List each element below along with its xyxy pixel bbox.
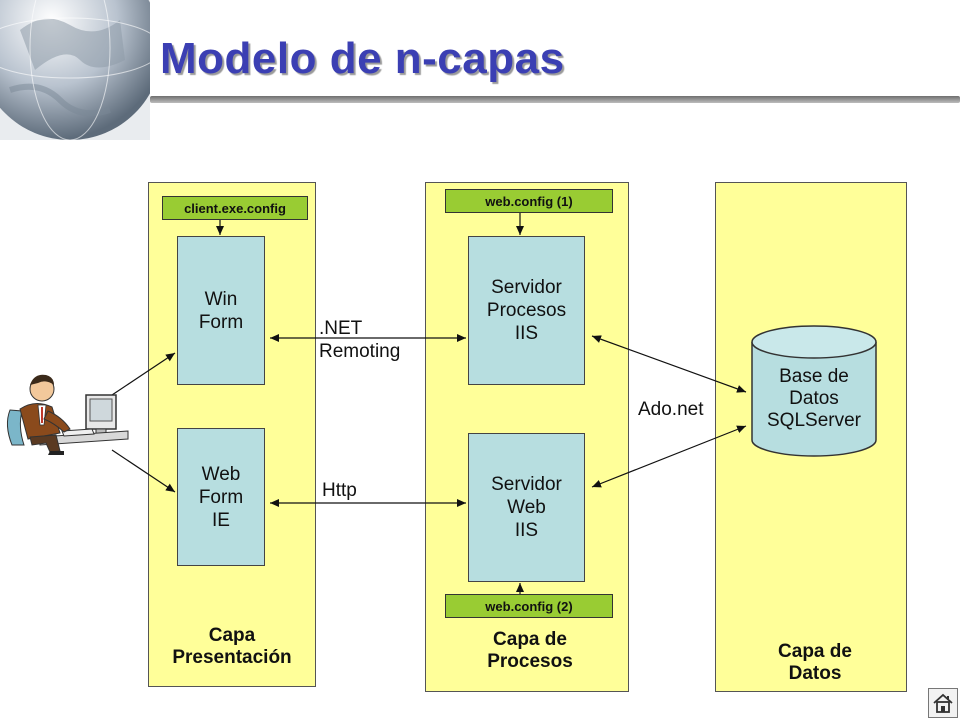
database-line-2: Datos [789, 388, 839, 409]
person-at-computer-icon [6, 374, 129, 455]
win-form-line-1: Win [204, 288, 238, 310]
servidor-web-line-1: Servidor [491, 474, 562, 495]
servidor-procesos-box: Servidor Procesos IIS [468, 236, 585, 385]
web-config-2-box: web.config (2) [445, 594, 613, 618]
client-config-box: client.exe.config [162, 196, 308, 220]
database-line-3: SQLServer [767, 410, 861, 431]
layer-presentacion-caption: Capa Presentación [150, 625, 314, 669]
globe-icon [0, 0, 150, 140]
home-icon-glyph [933, 693, 953, 713]
servidor-procesos-line-2: Procesos [486, 300, 567, 321]
servidor-web-line-2: Web [507, 497, 546, 518]
web-form-line-2: Form [198, 486, 244, 508]
home-icon[interactable] [928, 688, 958, 718]
web-form-line-1: Web [201, 463, 241, 485]
layer-procesos-caption: Capa de Procesos [440, 629, 620, 673]
layer-procesos-line-1: Capa de [493, 629, 567, 650]
servidor-web-box: Servidor Web IIS [468, 433, 585, 582]
slide-title: Modelo de n-capas [160, 34, 565, 83]
remoting-label-line-1: .NET [319, 318, 363, 339]
web-form-box: Web Form IE [177, 428, 265, 566]
ado-net-label: Ado.net [638, 399, 704, 420]
remoting-label-line-2: Remoting [319, 341, 401, 362]
layer-datos-line-1: Capa de [778, 641, 852, 662]
database-line-1: Base de [779, 366, 849, 387]
title-divider [150, 96, 960, 103]
win-form-line-2: Form [198, 311, 244, 333]
servidor-web-line-3: IIS [514, 520, 539, 541]
database-label: Base de Datos SQLServer [750, 366, 878, 432]
servidor-procesos-line-1: Servidor [491, 277, 562, 298]
layer-presentacion-line-1: Capa [208, 625, 256, 646]
web-form-line-3: IE [212, 509, 230, 531]
win-form-box: Win Form [177, 236, 265, 385]
servidor-procesos-line-3: IIS [514, 323, 539, 344]
layer-procesos-line-2: Procesos [487, 651, 573, 672]
http-label: Http [322, 480, 357, 501]
remoting-label: .NET Remoting [319, 317, 400, 363]
layer-presentacion-line-2: Presentación [172, 647, 292, 668]
layer-datos-caption: Capa de Datos [740, 641, 890, 685]
web-config-1-box: web.config (1) [445, 189, 613, 213]
database-cylinder-icon [751, 325, 877, 457]
layer-datos-line-2: Datos [788, 663, 842, 684]
